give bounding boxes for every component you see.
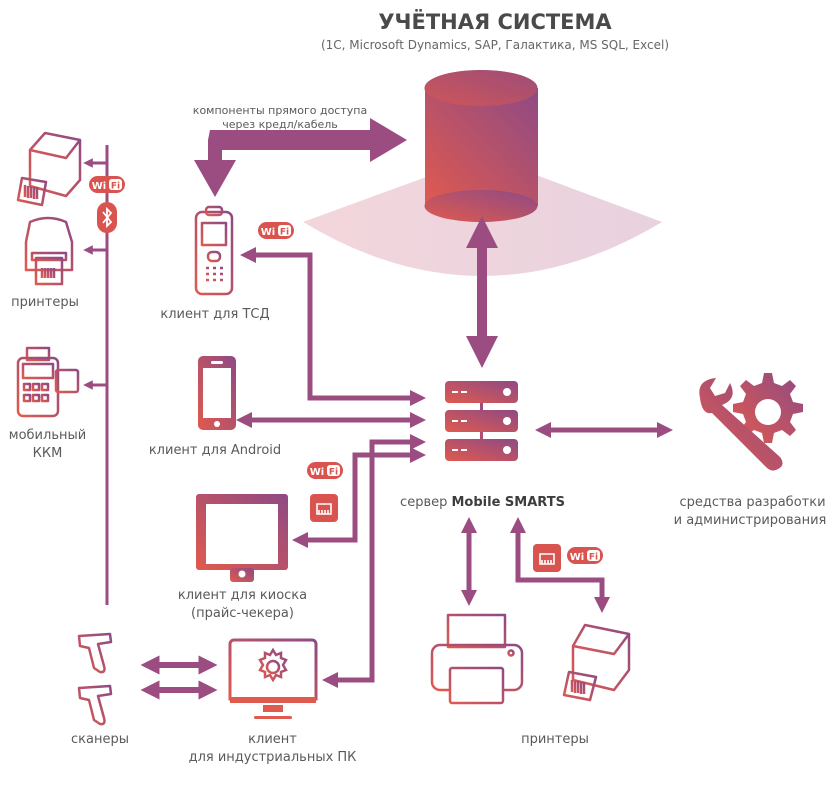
svg-text:Wi: Wi	[92, 181, 106, 192]
ethernet-badge-kiosk	[310, 494, 338, 522]
mobile-kkm-icon	[16, 346, 80, 418]
direct-access-arrow	[194, 118, 407, 197]
svg-text:Fi: Fi	[280, 228, 289, 238]
server-icon	[445, 381, 518, 461]
wifi-badge-kiosk: Wi Fi	[307, 462, 343, 479]
label-scanners: сканеры	[71, 732, 129, 747]
server-labelprinter-arrow	[509, 516, 611, 614]
svg-text:Fi: Fi	[329, 468, 338, 478]
scanner-icon-1	[77, 632, 113, 674]
label-printers-bottom: принтеры	[521, 732, 589, 747]
label-kiosk-line2: (прайс-чекера)	[191, 606, 294, 621]
label-mobile-kkm-line2: ККМ	[32, 446, 63, 461]
label-server-brand: Mobile SMARTS	[451, 495, 565, 510]
tsd-terminal-icon	[194, 205, 234, 296]
office-printer-icon	[430, 613, 524, 705]
svg-text:Wi: Wi	[570, 552, 584, 563]
label-industrial-line1: клиент	[248, 732, 297, 747]
wifi-badge-tsd: Wi Fi	[258, 222, 294, 239]
kiosk-tablet-icon	[196, 494, 288, 582]
receipt-printer-icon	[24, 216, 74, 286]
label-industrial-line2: для индустриальных ПК	[188, 750, 357, 765]
industrial-pc-icon	[228, 638, 318, 719]
label-devtools-line2: и администрирования	[673, 513, 827, 528]
direct-access-label-line1: компоненты прямого доступа	[192, 104, 368, 117]
label-printer-icon-bottom	[562, 623, 631, 702]
wifi-badge-left: Wi Fi	[89, 176, 125, 193]
database-icon	[424, 70, 538, 222]
label-mobile-kkm-line1: мобильный	[8, 428, 87, 443]
wrench-gear-icon	[699, 373, 803, 471]
svg-text:Wi: Wi	[310, 467, 324, 478]
label-printers-left: принтеры	[11, 295, 79, 310]
wifi-badge-bottom: Wi Fi	[567, 547, 603, 564]
bluetooth-badge	[97, 202, 117, 233]
label-server-prefix: сервер	[400, 495, 448, 510]
label-kiosk-line1: клиент для киоска	[177, 588, 308, 603]
svg-text:Fi: Fi	[589, 553, 598, 563]
android-phone-icon	[198, 356, 236, 430]
tsd-server-arrow	[239, 246, 427, 407]
ethernet-badge-bottom	[533, 544, 561, 572]
scanner-icon-2	[77, 684, 113, 726]
label-printer-icon	[16, 131, 82, 207]
page-subtitle: (1C, Microsoft Dynamics, SAP, Галактика,…	[320, 38, 670, 52]
label-android-client: клиент для Android	[148, 443, 282, 458]
svg-text:Fi: Fi	[111, 182, 120, 192]
label-server: сервер Mobile SMARTS	[380, 494, 585, 512]
label-devtools-line1: средства разработки	[679, 495, 826, 510]
industrial-server-arrow	[321, 433, 427, 689]
page-title: УЧЁТНАЯ СИСТЕМА	[378, 10, 612, 34]
direct-access-label-line2: через кредл/кабель	[222, 118, 338, 131]
label-tsd-client: клиент для ТСД	[160, 307, 270, 322]
svg-text:Wi: Wi	[261, 227, 275, 238]
